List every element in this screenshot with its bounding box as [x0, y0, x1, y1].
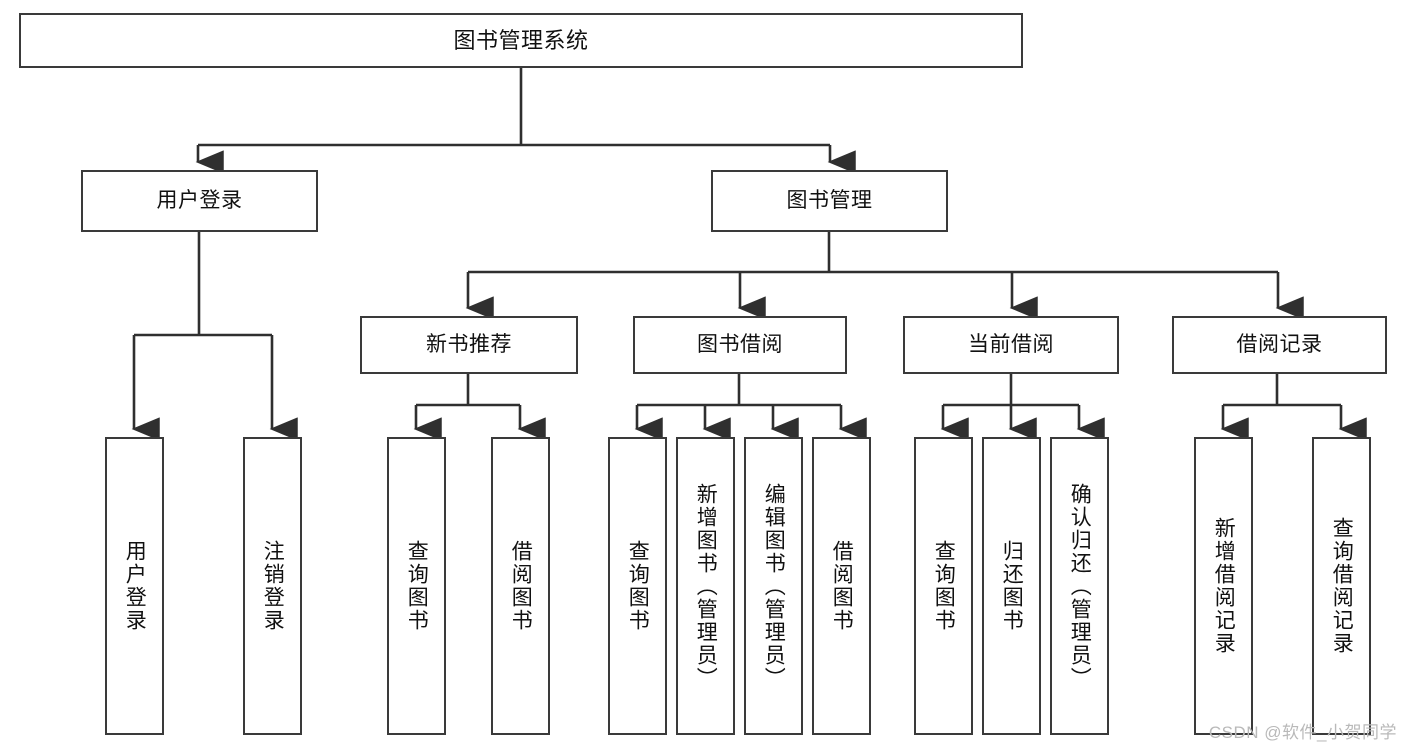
node-leaf-confirm-return[interactable]: 确认归还（管理员）: [1050, 437, 1109, 735]
node-borrow-record[interactable]: 借阅记录: [1172, 316, 1387, 374]
node-leaf-add-record-label: 新增借阅记录: [1212, 517, 1236, 655]
node-leaf-return-book[interactable]: 归还图书: [982, 437, 1041, 735]
node-leaf-query-book-2[interactable]: 查询图书: [608, 437, 667, 735]
node-new-book-rec[interactable]: 新书推荐: [360, 316, 578, 374]
node-leaf-borrow-book-2-label: 借阅图书: [830, 540, 854, 632]
node-root[interactable]: 图书管理系统: [19, 13, 1023, 68]
node-leaf-borrow-book-1-label: 借阅图书: [509, 540, 533, 632]
node-leaf-query-record-label: 查询借阅记录: [1330, 517, 1354, 655]
node-leaf-query-book-3[interactable]: 查询图书: [914, 437, 973, 735]
node-leaf-edit-book-label: 编辑图书（管理员）: [762, 482, 786, 690]
node-leaf-edit-book[interactable]: 编辑图书（管理员）: [744, 437, 803, 735]
node-leaf-user-login-label: 用户登录: [123, 540, 147, 632]
node-new-book-rec-label: 新书推荐: [426, 332, 512, 356]
node-leaf-add-record[interactable]: 新增借阅记录: [1194, 437, 1253, 735]
node-user-login-label: 用户登录: [156, 188, 243, 212]
node-book-borrow-label: 图书借阅: [697, 332, 783, 356]
node-borrow-record-label: 借阅记录: [1236, 332, 1323, 356]
node-book-borrow[interactable]: 图书借阅: [633, 316, 847, 374]
node-leaf-borrow-book-1[interactable]: 借阅图书: [491, 437, 550, 735]
node-leaf-user-login[interactable]: 用户登录: [105, 437, 164, 735]
node-leaf-query-book-3-label: 查询图书: [932, 540, 956, 632]
node-current-borrow-label: 当前借阅: [968, 332, 1054, 356]
node-leaf-return-book-label: 归还图书: [1000, 540, 1024, 632]
node-leaf-add-book-label: 新增图书（管理员）: [694, 482, 718, 690]
node-leaf-query-book-1-label: 查询图书: [405, 540, 429, 632]
node-user-login[interactable]: 用户登录: [81, 170, 318, 232]
node-leaf-query-record[interactable]: 查询借阅记录: [1312, 437, 1371, 735]
node-current-borrow[interactable]: 当前借阅: [903, 316, 1119, 374]
node-book-manage[interactable]: 图书管理: [711, 170, 948, 232]
node-leaf-query-book-2-label: 查询图书: [626, 540, 650, 632]
node-leaf-add-book[interactable]: 新增图书（管理员）: [676, 437, 735, 735]
node-leaf-logout[interactable]: 注销登录: [243, 437, 302, 735]
node-root-label: 图书管理系统: [453, 27, 589, 53]
node-book-manage-label: 图书管理: [786, 188, 873, 212]
node-leaf-query-book-1[interactable]: 查询图书: [387, 437, 446, 735]
watermark-text: CSDN @软件_小贺同学: [1208, 723, 1397, 742]
node-leaf-logout-label: 注销登录: [261, 540, 285, 632]
node-leaf-borrow-book-2[interactable]: 借阅图书: [812, 437, 871, 735]
node-leaf-confirm-return-label: 确认归还（管理员）: [1068, 482, 1092, 690]
